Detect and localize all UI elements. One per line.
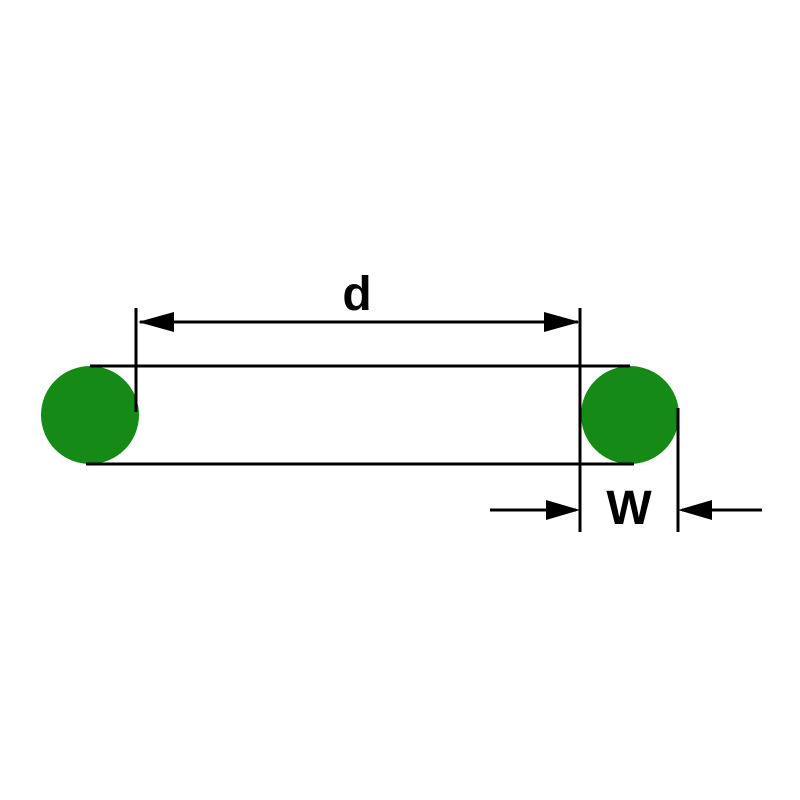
d-arrowhead-left-icon (138, 312, 174, 332)
w-arrowhead-right-icon (678, 500, 712, 520)
oring-cross-section-left (41, 366, 139, 464)
w-dimension-label: W (606, 482, 652, 535)
d-dimension-label: d (342, 268, 371, 321)
w-arrowhead-left-icon (546, 500, 580, 520)
d-arrowhead-right-icon (544, 312, 580, 332)
oring-cross-section-right (581, 366, 679, 464)
